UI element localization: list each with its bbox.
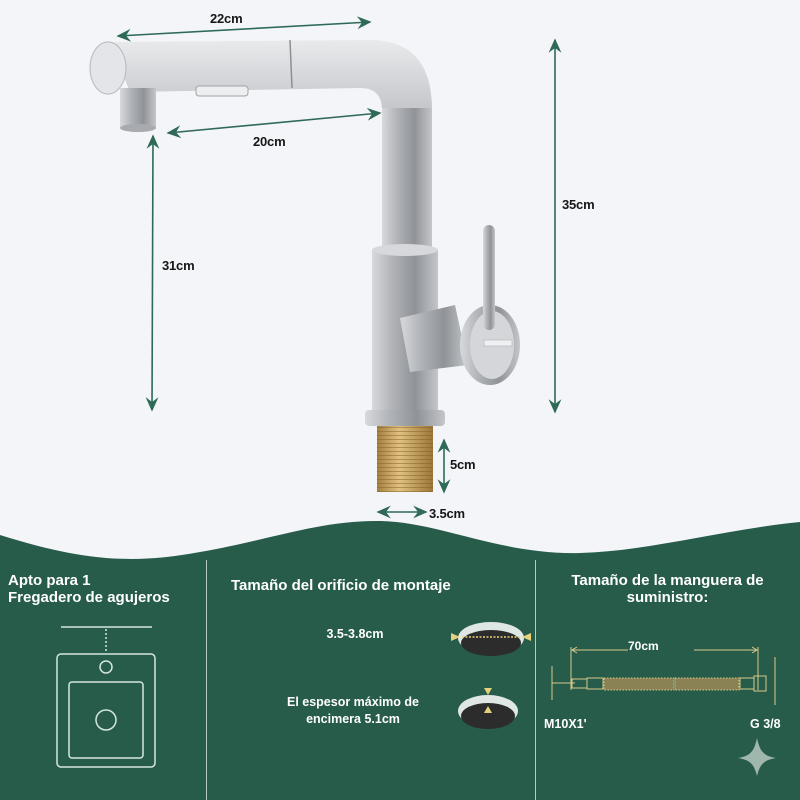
- panel-sink-compatibility: Apto para 1 Fregadero de agujeros: [8, 572, 203, 606]
- dim-thread-length: 5cm: [450, 457, 476, 472]
- panel-title: Tamaño del orificio de montaje: [231, 577, 451, 594]
- countertop-thickness-line2: encimera 5.1cm: [306, 712, 400, 726]
- dim-total-height: 35cm: [562, 197, 595, 212]
- panel-title: suministro:: [626, 589, 709, 606]
- dim-thread-diameter: 3.5cm: [429, 506, 465, 521]
- left-connector-label: M10X1': [544, 717, 587, 731]
- panel-hose-size: Tamaño de la manguera de suministro:: [545, 572, 790, 606]
- hose-length-label: 70cm: [628, 639, 659, 653]
- panel-divider: [535, 560, 536, 800]
- faucet-illustration: [89, 16, 562, 519]
- dim-spout-height: 31cm: [162, 258, 195, 273]
- right-connector-label: G 3/8: [750, 717, 781, 731]
- panel-divider: [206, 560, 207, 800]
- panel-title: Fregadero de agujeros: [8, 589, 170, 606]
- dim-spout-reach: 20cm: [253, 134, 286, 149]
- panel-title: Apto para 1: [8, 572, 91, 589]
- hole-size-text: 3.5-3.8cm: [326, 627, 384, 641]
- countertop-thickness-line1: El espesor máximo de: [286, 695, 419, 709]
- panel-title: Tamaño de la manguera de: [571, 572, 764, 589]
- dim-spout-total-length: 22cm: [210, 11, 243, 26]
- countertop-thickness-text: El espesor máximo de encimera 5.1cm: [258, 694, 448, 728]
